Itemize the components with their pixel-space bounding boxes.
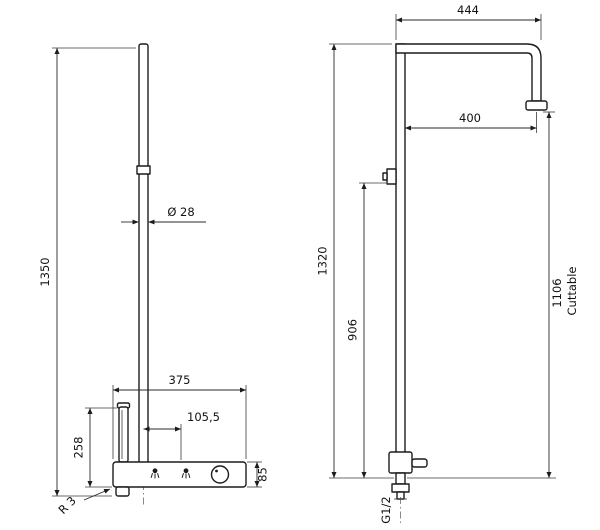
dim-arm-overall: 444 [395, 3, 542, 40]
dim-375-label: 375 [169, 373, 191, 387]
dim-105-label: 105,5 [187, 410, 220, 424]
dim-panel-height: 85 [247, 461, 270, 488]
shower-head-side [525, 100, 548, 111]
dim-bracket-height: 906 [346, 182, 386, 478]
dim-arm-projection: 400 [405, 111, 537, 133]
dim-overall-height: 1350 [38, 47, 136, 497]
dim-1350-label: 1350 [38, 257, 52, 286]
slider-bracket [386, 168, 397, 185]
front-view [112, 43, 247, 506]
thread-label: G1/2 [379, 496, 393, 523]
dim-handset-drop: 258 [72, 407, 117, 488]
dim-906-label: 906 [346, 319, 360, 341]
dim-cuttable-length: 1106 Cuttable [543, 111, 579, 478]
dim-258-label: 258 [72, 437, 86, 459]
slider-knob [382, 172, 388, 181]
spout [115, 486, 130, 497]
dim-panel-width: 375 [112, 373, 247, 459]
control-knob [210, 465, 230, 484]
hand-shower [118, 406, 129, 463]
dim-corner-radius: R 3 [56, 488, 111, 517]
dim-444-label: 444 [457, 3, 479, 17]
dim-outlet-offset: 105,5 [143, 410, 220, 460]
radius-label: R 3 [56, 494, 79, 517]
side-view [382, 43, 548, 524]
shower-arm [395, 43, 542, 102]
valve-handle [411, 458, 428, 468]
dia-label: Ø 28 [167, 205, 194, 219]
dim-85-label: 85 [256, 467, 270, 482]
mixer-valve [388, 451, 413, 474]
dim-400-label: 400 [459, 111, 481, 125]
knob-indicator-dot [215, 469, 218, 473]
dim-column-height: 1320 [316, 43, 556, 479]
valve-stem [395, 472, 406, 485]
riser-pipe-side [395, 43, 406, 455]
valve-connector [391, 483, 410, 493]
riser-pipe-front [138, 43, 149, 464]
dim-1320-label: 1320 [316, 246, 330, 275]
mixer-panel [112, 461, 247, 488]
pipe-joint [136, 165, 151, 175]
thread-callout: G1/2 [379, 496, 407, 524]
cuttable-label: Cuttable [565, 267, 579, 316]
dim-1106-label: 1106 [550, 278, 564, 307]
dim-pipe-diameter: Ø 28 [121, 205, 206, 225]
